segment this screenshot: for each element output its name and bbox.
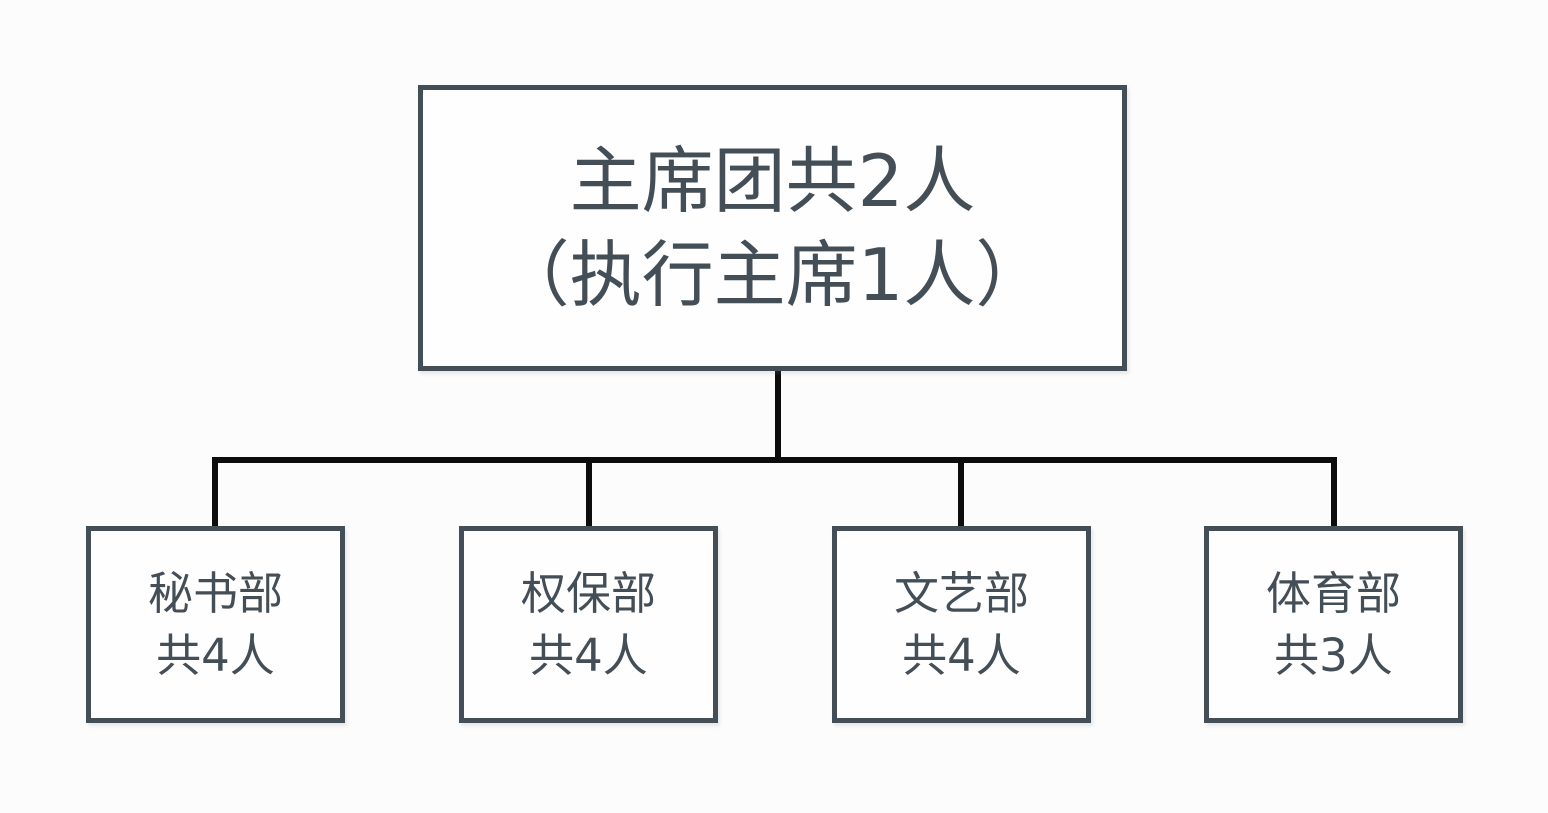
- node-presidium-line2: （执行主席1人）: [497, 233, 1048, 317]
- node-arts-line1: 文艺部: [893, 566, 1029, 620]
- node-secretariat-line1: 秘书部: [147, 566, 283, 620]
- node-rights-security[interactable]: 权保部 共4人: [459, 526, 718, 723]
- node-presidium-line1: 主席团共2人: [569, 139, 976, 223]
- node-sports-line2: 共3人: [1274, 628, 1393, 682]
- node-rights-security-line2: 共4人: [529, 628, 648, 682]
- node-arts-line2: 共4人: [902, 628, 1021, 682]
- node-presidium[interactable]: 主席团共2人 （执行主席1人）: [418, 85, 1127, 371]
- node-sports[interactable]: 体育部 共3人: [1204, 526, 1463, 723]
- node-arts[interactable]: 文艺部 共4人: [832, 526, 1091, 723]
- node-sports-line1: 体育部: [1265, 566, 1401, 620]
- node-secretariat[interactable]: 秘书部 共4人: [86, 526, 345, 723]
- node-secretariat-line2: 共4人: [156, 628, 275, 682]
- node-rights-security-line1: 权保部: [520, 566, 656, 620]
